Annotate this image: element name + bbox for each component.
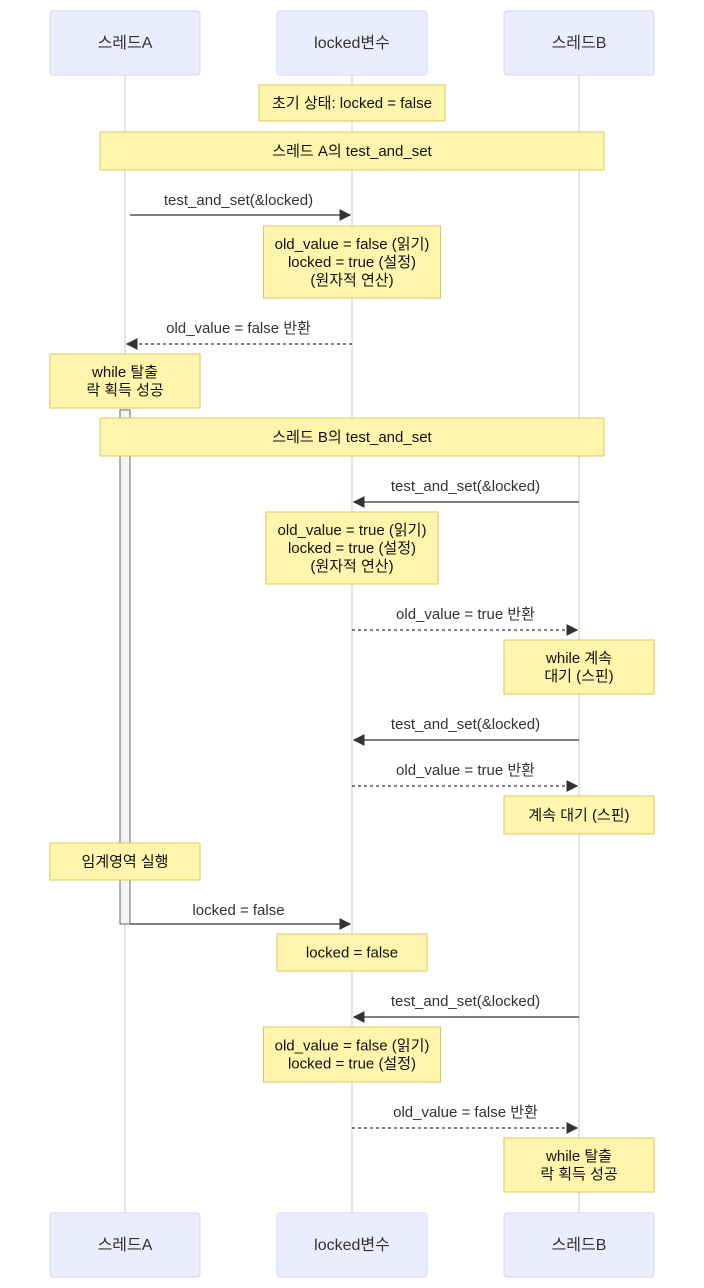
note-9: old_value = true (읽기)locked = true (설정)(… (265, 511, 439, 585)
actor-label: 스레드B (552, 34, 607, 52)
note-text: (원자적 연산) (310, 558, 393, 575)
actor-label: 스레드A (98, 1236, 153, 1254)
note-text: while 탈출 (91, 364, 158, 381)
message-label: test_and_set(&locked) (391, 993, 540, 1010)
note-box (49, 353, 201, 409)
actor-top-a: 스레드A (49, 10, 201, 76)
note-text: locked = false (306, 944, 398, 961)
note-7: 스레드 B의 test_and_set (99, 417, 605, 457)
note-text: 초기 상태: locked = false (272, 95, 432, 112)
note-1: 초기 상태: locked = false (258, 84, 446, 122)
actor-box (503, 1212, 655, 1278)
message-5: old_value = false 반환 (125, 320, 352, 350)
note-4: old_value = false (읽기)locked = true (설정)… (263, 225, 441, 299)
note-box (258, 84, 446, 122)
note-text: (원자적 연산) (310, 272, 393, 289)
actor-label: 스레드B (552, 1236, 607, 1254)
note-box (503, 639, 655, 695)
message-18: test_and_set(&locked) (352, 993, 579, 1023)
message-label: test_and_set(&locked) (391, 716, 540, 733)
note-text: 스레드 B의 test_and_set (272, 429, 432, 446)
note-text: 스레드 A의 test_and_set (272, 143, 432, 160)
note-text: while 탈출 (545, 1148, 612, 1165)
message-12: test_and_set(&locked) (352, 716, 579, 746)
note-text: old_value = true (읽기) (278, 522, 427, 539)
message-label: old_value = true 반환 (396, 606, 535, 623)
message-label: old_value = false 반환 (166, 320, 311, 337)
note-box (263, 1026, 441, 1083)
actor-bottom-b: 스레드B (503, 1212, 655, 1278)
actor-label: 스레드A (98, 34, 153, 52)
actor-label: locked변수 (314, 34, 390, 52)
message-13: old_value = true 반환 (352, 762, 579, 792)
note-text: 임계영역 실행 (82, 853, 169, 870)
message-16: locked = false (130, 902, 352, 930)
events: 초기 상태: locked = false 스레드 A의 test_and_set… (49, 84, 655, 1193)
message-20: old_value = false 반환 (352, 1104, 579, 1134)
message-label: old_value = true 반환 (396, 762, 535, 779)
note-17: locked = false (276, 933, 428, 972)
note-box (263, 225, 441, 299)
actor-box (49, 10, 201, 76)
actor-box (49, 1212, 201, 1278)
actor-bottom-l: locked변수 (276, 1212, 428, 1278)
note-text: 락 획득 성공 (86, 382, 163, 399)
note-text: 락 획득 성공 (540, 1166, 617, 1183)
actor-bottom-a: 스레드A (49, 1212, 201, 1278)
activation-bar-thread-a (119, 409, 131, 925)
note-box (503, 1137, 655, 1193)
actor-box (276, 10, 428, 76)
note-text: locked = true (설정) (288, 540, 416, 557)
message-label: locked = false (192, 902, 284, 919)
note-14: 계속 대기 (스핀) (503, 795, 655, 835)
activations (119, 409, 131, 925)
note-box (99, 417, 605, 457)
note-19: old_value = false (읽기)locked = true (설정) (263, 1026, 441, 1083)
message-label: test_and_set(&locked) (391, 478, 540, 495)
note-text: while 계속 (545, 650, 612, 667)
note-text: old_value = false (읽기) (275, 1037, 430, 1054)
note-text: locked = true (설정) (288, 1055, 416, 1072)
message-3: test_and_set(&locked) (130, 192, 352, 221)
note-text: old_value = false (읽기) (275, 236, 430, 253)
note-2: 스레드 A의 test_and_set (99, 131, 605, 171)
message-8: test_and_set(&locked) (352, 478, 579, 508)
message-10: old_value = true 반환 (352, 606, 579, 636)
note-box (99, 131, 605, 171)
actor-box (503, 10, 655, 76)
note-box (503, 795, 655, 835)
actor-box (276, 1212, 428, 1278)
actor-label: locked변수 (314, 1236, 390, 1254)
note-box (265, 511, 439, 585)
note-6: while 탈출락 획득 성공 (49, 353, 201, 409)
note-box (276, 933, 428, 972)
note-box (49, 842, 201, 881)
note-15: 임계영역 실행 (49, 842, 201, 881)
message-label: old_value = false 반환 (393, 1104, 538, 1121)
actor-top-b: 스레드B (503, 10, 655, 76)
note-21: while 탈출락 획득 성공 (503, 1137, 655, 1193)
message-label: test_and_set(&locked) (164, 192, 313, 209)
note-text: 계속 대기 (스핀) (528, 807, 629, 824)
actor-top-l: locked변수 (276, 10, 428, 76)
note-text: 대기 (스핀) (544, 668, 613, 685)
note-text: locked = true (설정) (288, 254, 416, 271)
